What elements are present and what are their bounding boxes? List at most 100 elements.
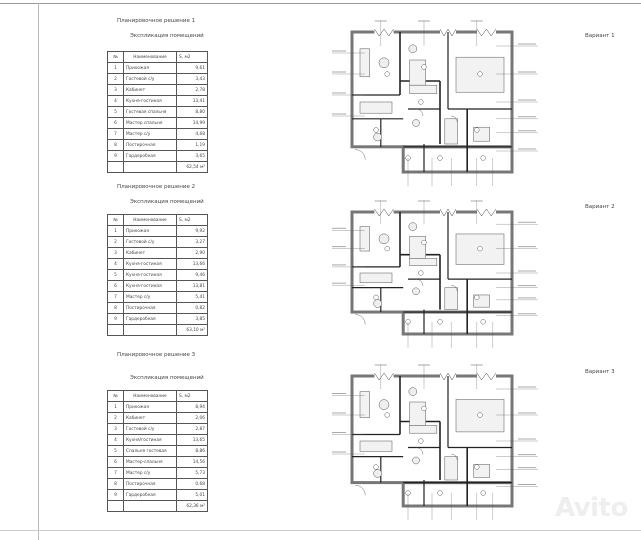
room-name: Мастер-спальня <box>123 456 177 468</box>
total-area: 63,10 м² <box>176 324 208 336</box>
room-name: Кухня-гостиная <box>123 258 177 270</box>
room-name: Кухня-гостиная <box>123 280 177 292</box>
room-name: Гардеробная <box>123 313 177 325</box>
room-number: 6 <box>107 117 124 129</box>
room-number: 4 <box>107 95 124 107</box>
room-name: Прихожая <box>123 401 177 413</box>
room-number: 5 <box>107 269 124 281</box>
sheet-border-bottom <box>0 530 641 531</box>
room-number: 1 <box>107 225 124 237</box>
col-name-header: Наименование <box>123 51 177 63</box>
room-name: Гардеробная <box>123 150 177 162</box>
room-number: 4 <box>107 434 124 446</box>
room-number: 9 <box>107 150 124 162</box>
room-number: 7 <box>107 128 124 140</box>
col-name-header: Наименование <box>123 390 177 402</box>
floor-plan-drawing <box>332 20 538 186</box>
room-number: 2 <box>107 412 124 424</box>
room-name: Прихожая <box>123 62 177 74</box>
room-name: Мастер спальня <box>123 117 177 129</box>
total-row: 62,54 м² <box>107 161 208 173</box>
avito-watermark: Avito <box>555 493 628 523</box>
room-number: 5 <box>107 445 124 457</box>
room-name: Кабинет <box>123 247 177 259</box>
room-number: 7 <box>107 291 124 303</box>
col-name-header: Наименование <box>123 214 177 226</box>
room-area: 2,06 <box>176 412 208 424</box>
room-area: 13,41 <box>176 95 208 107</box>
variant-label: Вариант 2 <box>585 204 615 210</box>
room-name: Гостевая спальня <box>123 106 177 118</box>
room-number: 5 <box>107 106 124 118</box>
room-name: Гостевой с/у <box>123 73 177 85</box>
room-area: 0,68 <box>176 478 208 490</box>
room-name: Кухня/гостиная <box>123 434 177 446</box>
room-number: 4 <box>107 258 124 270</box>
room-number: 3 <box>107 247 124 259</box>
solution-title: Планировочное решение 1 <box>117 18 196 24</box>
solution-title: Планировочное решение 3 <box>117 352 196 358</box>
variant-label: Вариант 1 <box>585 33 615 39</box>
room-area: 13,81 <box>176 280 208 292</box>
room-area: 9,46 <box>176 269 208 281</box>
room-area: 9,61 <box>176 62 208 74</box>
room-area: 8,80 <box>176 106 208 118</box>
room-number: 8 <box>107 139 124 151</box>
room-number: 9 <box>107 489 124 501</box>
room-name: Гостевой с/у <box>123 236 177 248</box>
room-area: 4,68 <box>176 128 208 140</box>
room-name: Гардеробная <box>123 489 177 501</box>
room-name: Мастер с/у <box>123 467 177 479</box>
col-num-header: № <box>107 214 124 226</box>
explication-title: Экспликация помещений <box>130 199 204 205</box>
room-area: 8,94 <box>176 401 208 413</box>
room-name: Прихожая <box>123 225 177 237</box>
room-name: Постирочная <box>123 139 177 151</box>
room-area: 2,78 <box>176 84 208 96</box>
room-name: Кабинет <box>123 84 177 96</box>
room-name: Постирочная <box>123 302 177 314</box>
room-number: 2 <box>107 73 124 85</box>
col-area-header: S, м2 <box>176 51 208 63</box>
floor-plan-drawing <box>332 364 538 520</box>
floor-plan-drawing <box>332 200 538 348</box>
sheet-border-top <box>0 3 641 4</box>
room-name: Спальня гостевая <box>123 445 177 457</box>
col-area-header: S, м2 <box>176 390 208 402</box>
room-area: 14,56 <box>176 456 208 468</box>
room-area: 5,41 <box>176 291 208 303</box>
col-num-header: № <box>107 390 124 402</box>
room-area: 0,82 <box>176 302 208 314</box>
room-area: 13,66 <box>176 258 208 270</box>
total-area: 62,36 м² <box>176 500 208 512</box>
room-name: Мастер с/у <box>123 128 177 140</box>
room-number: 1 <box>107 401 124 413</box>
room-name: Постирочная <box>123 478 177 490</box>
room-area: 8,86 <box>176 445 208 457</box>
room-area: 3,85 <box>176 313 208 325</box>
room-number: 3 <box>107 423 124 435</box>
